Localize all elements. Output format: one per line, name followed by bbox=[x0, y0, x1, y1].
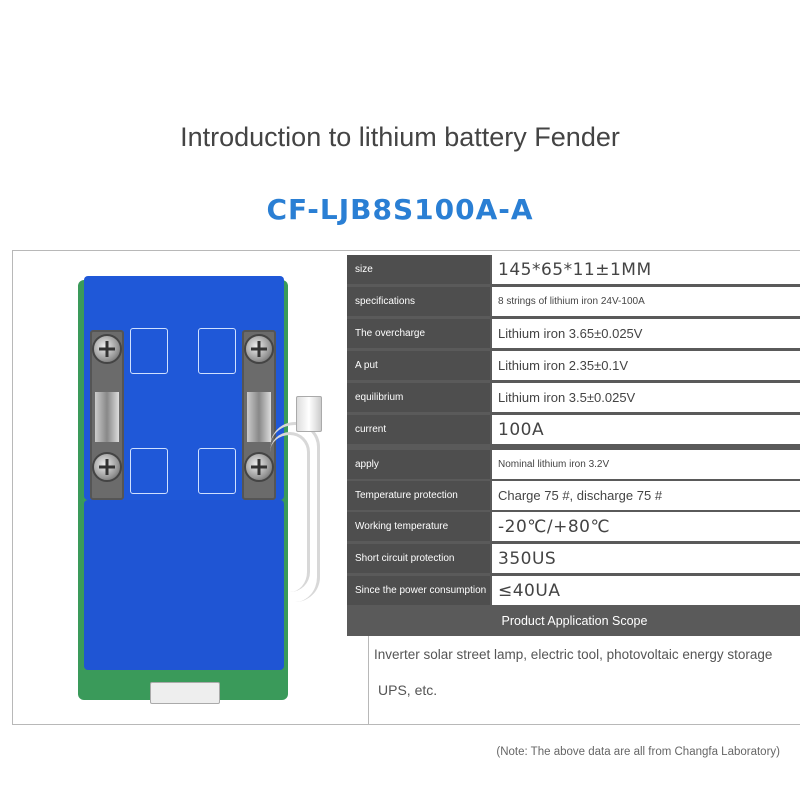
spec-value: Lithium iron 3.5±0.025V bbox=[492, 383, 800, 412]
spec-label: current bbox=[347, 415, 490, 444]
temperature-sensor bbox=[296, 396, 322, 432]
spec-value: Lithium iron 2.35±0.1V bbox=[492, 351, 800, 380]
spec-row: The overcharge Lithium iron 3.65±0.025V bbox=[347, 319, 800, 348]
scope-divider bbox=[368, 636, 369, 725]
spec-label: A put bbox=[347, 351, 490, 380]
model-number: CF-LJB8S100A-A bbox=[266, 193, 534, 226]
product-frame bbox=[12, 250, 800, 725]
spec-label: Temperature protection bbox=[347, 481, 490, 510]
spec-value: Nominal lithium iron 3.2V bbox=[492, 450, 800, 479]
bms-board-image bbox=[70, 272, 350, 712]
page-title: Introduction to lithium battery Fender bbox=[180, 122, 620, 152]
scope-text-line: Inverter solar street lamp, electric too… bbox=[374, 647, 773, 662]
spec-row: Temperature protection Charge 75 #, disc… bbox=[347, 481, 800, 510]
silk-label-box bbox=[130, 448, 168, 494]
spec-row: Working temperature -20℃/+80℃ bbox=[347, 512, 800, 541]
spec-row: current 100A bbox=[347, 415, 800, 444]
silk-label-box bbox=[198, 328, 236, 374]
spec-row: apply Nominal lithium iron 3.2V bbox=[347, 450, 800, 479]
sensor-wire bbox=[270, 432, 310, 592]
spec-label: apply bbox=[347, 450, 490, 479]
spec-value: 350US bbox=[492, 544, 800, 573]
spec-label: Since the power consumption bbox=[347, 576, 490, 605]
spec-value: Lithium iron 3.65±0.025V bbox=[492, 319, 800, 348]
spec-row: specifications 8 strings of lithium iron… bbox=[347, 287, 800, 316]
sensor-wire bbox=[270, 422, 320, 602]
spec-label: specifications bbox=[347, 287, 490, 316]
spec-label: Short circuit protection bbox=[347, 544, 490, 573]
spec-label: Working temperature bbox=[347, 512, 490, 541]
screw-icon bbox=[92, 334, 122, 364]
spec-label: The overcharge bbox=[347, 319, 490, 348]
silk-label-box bbox=[198, 448, 236, 494]
spec-row: A put Lithium iron 2.35±0.1V bbox=[347, 351, 800, 380]
silk-label-box bbox=[130, 328, 168, 374]
spec-value: 8 strings of lithium iron 24V-100A bbox=[492, 287, 800, 316]
spec-row: Since the power consumption ≤40UA bbox=[347, 576, 800, 605]
spec-value: -20℃/+80℃ bbox=[492, 512, 800, 541]
scope-heading: Product Application Scope bbox=[347, 606, 800, 636]
balance-connector bbox=[150, 682, 220, 704]
spec-row: equilibrium Lithium iron 3.5±0.025V bbox=[347, 383, 800, 412]
spec-value: 145*65*11±1MM bbox=[492, 255, 800, 284]
screw-icon bbox=[92, 452, 122, 482]
scope-text-line: UPS, etc. bbox=[378, 682, 438, 698]
pcb-bottom-section bbox=[84, 500, 284, 670]
footnote: (Note: The above data are all from Chang… bbox=[496, 746, 780, 758]
spec-table: size 145*65*11±1MM specifications 8 stri… bbox=[347, 255, 800, 636]
screw-icon bbox=[244, 334, 274, 364]
spec-value: Charge 75 #, discharge 75 # bbox=[492, 481, 800, 510]
spec-row: Short circuit protection 350US bbox=[347, 544, 800, 573]
spec-label: equilibrium bbox=[347, 383, 490, 412]
spec-row: size 145*65*11±1MM bbox=[347, 255, 800, 284]
spec-value: ≤40UA bbox=[492, 576, 800, 605]
spec-label: size bbox=[347, 255, 490, 284]
spec-value: 100A bbox=[492, 415, 800, 444]
